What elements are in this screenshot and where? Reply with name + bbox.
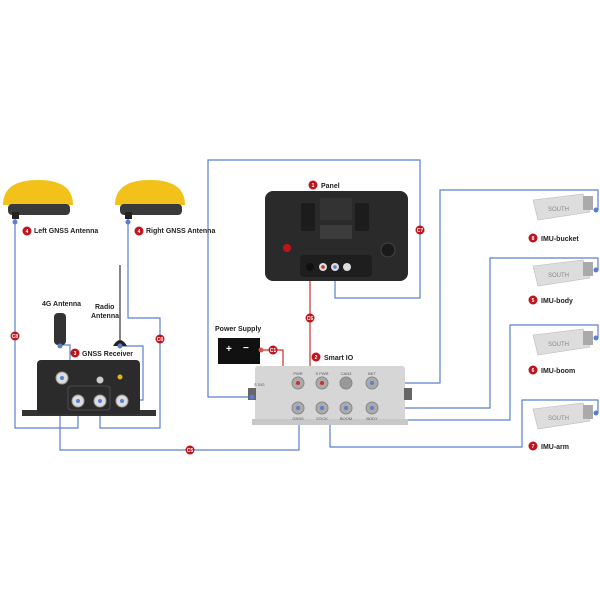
cable-c8-right: C8	[157, 337, 164, 343]
cable-c1: C1	[270, 348, 277, 354]
panel-display: 1 Panel	[265, 180, 408, 281]
panel-label: Panel	[321, 183, 340, 190]
radio-antenna-label-2: Antenna	[91, 313, 119, 320]
badge: 4	[138, 229, 141, 235]
gnss-receiver-label: GNSS Receiver	[82, 351, 133, 358]
badge: 1	[312, 183, 315, 189]
port-label-side: S SIG	[254, 382, 265, 387]
imu-brand: SOUTH	[548, 342, 569, 348]
radio-antenna: Radio Antenna	[91, 265, 127, 349]
badge: 2	[315, 355, 318, 361]
wire-c7	[207, 159, 421, 398]
badge: 3	[74, 351, 77, 357]
power-supply: Power Supply + −	[215, 326, 264, 364]
gnss-receiver: 3 GNSS Receiver	[22, 348, 156, 416]
left-antenna-label: Left GNSS Antenna	[34, 228, 98, 235]
port-label: PWR	[293, 371, 302, 376]
badge: 4	[26, 229, 29, 235]
cable-c5: C5	[187, 448, 194, 454]
imu-arm-label: IMU-arm	[541, 444, 569, 451]
badge: 6	[532, 368, 535, 374]
imu-brand: SOUTH	[548, 273, 569, 279]
cable-badges: C1 C6 C7 C8 C8 C5	[10, 225, 425, 455]
imu-arm: SOUTH 7 IMU-arm	[528, 402, 599, 451]
imu-boom-label: IMU-boom	[541, 368, 575, 375]
cable-c8-left: C8	[12, 334, 19, 340]
wire-c6	[309, 266, 322, 384]
imu-bucket: SOUTH 8 IMU-bucket	[528, 193, 599, 243]
port-label: BKT	[368, 371, 376, 376]
port-label: STICK	[316, 416, 328, 421]
imu-brand: SOUTH	[548, 416, 569, 422]
port-label: CAN3	[341, 371, 352, 376]
badge: 8	[532, 236, 535, 242]
port-label: BODY	[366, 416, 378, 421]
wire-body	[372, 257, 599, 409]
power-supply-label: Power Supply	[215, 326, 261, 333]
badge: 7	[532, 444, 535, 450]
port-label: BOOM	[340, 416, 352, 421]
right-antenna-label: Right GNSS Antenna	[146, 228, 215, 235]
wire-bkt	[372, 189, 599, 384]
left-gnss-antenna: 4 Left GNSS Antenna	[3, 180, 98, 236]
bottom-ports: GNSS STICK BOOM BODY	[291, 401, 379, 421]
imu-body-label: IMU-body	[541, 298, 573, 305]
imu-brand: SOUTH	[548, 207, 569, 213]
imu-boom: SOUTH 6 IMU-boom	[528, 328, 599, 375]
badge: 5	[532, 298, 535, 304]
top-ports: PWR S PWR CAN3 BKT	[291, 371, 379, 390]
wire-c8-right	[99, 218, 161, 429]
cable-c6: C6	[307, 316, 314, 322]
imu-bucket-label: IMU-bucket	[541, 236, 579, 243]
radio-antenna-label-1: Radio	[95, 304, 114, 311]
imu-body: SOUTH 5 IMU-body	[528, 259, 599, 305]
smart-io-label: Smart IO	[324, 355, 354, 362]
cable-c7: C7	[417, 228, 424, 234]
port-label: GNSS	[292, 416, 304, 421]
svg-text:−: −	[243, 343, 249, 354]
4g-antenna-label: 4G Antenna	[42, 301, 81, 308]
port-label: S PWR	[315, 371, 328, 376]
4g-antenna: 4G Antenna	[42, 301, 81, 349]
right-gnss-antenna: 4 Right GNSS Antenna	[115, 180, 215, 236]
smart-io: 2 Smart IO S SIG PWR S PWR CAN3 BKT GNSS…	[248, 352, 412, 425]
svg-text:+: +	[226, 344, 232, 355]
